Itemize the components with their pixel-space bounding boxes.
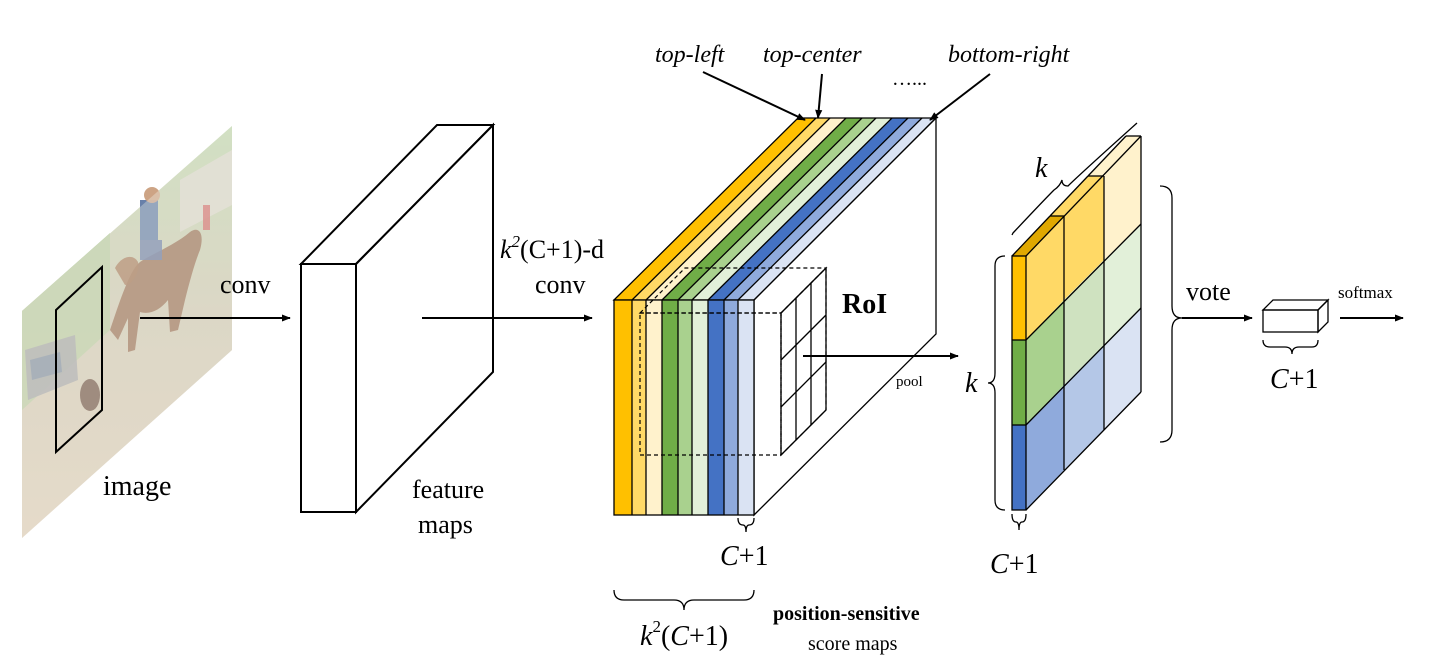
top-center-label: top-center [763, 42, 862, 68]
pool-label: pool [896, 374, 923, 390]
dots-label: …... [892, 68, 927, 90]
k-brace-top [1011, 122, 1138, 236]
feature-maps-block [298, 122, 496, 515]
roi-label: RoI [842, 289, 887, 320]
vote-label: vote [1186, 277, 1231, 306]
feature-maps-label-line1: feature [412, 475, 484, 504]
k2-c1-label: k2(C+1) [640, 617, 728, 652]
vote-cube [1261, 298, 1330, 334]
top-center-arrow [815, 73, 823, 119]
k2-conv-label: conv [535, 270, 586, 299]
roi-box [638, 266, 828, 457]
score-maps-label: score maps [808, 633, 898, 655]
image-label: image [103, 471, 171, 502]
bottom-right-arrow [929, 73, 991, 121]
k-brace-left [987, 255, 1006, 511]
c1-label-pooled: C+1 [990, 549, 1038, 580]
k2-c1-d-label: k2(C+1)-d [500, 232, 604, 264]
k-top-label: k [1035, 153, 1048, 184]
bottom-right-label: bottom-right [948, 42, 1071, 68]
softmax-label: softmax [1338, 283, 1393, 302]
c1-brace-vote [1262, 339, 1319, 355]
conv-label: conv [220, 270, 271, 299]
position-sensitive-label: position-sensitive [773, 603, 920, 625]
k-left-label: k [965, 368, 978, 399]
c1-brace-pooled [1011, 513, 1027, 531]
pooled-block [1011, 135, 1142, 511]
c1-brace-score [737, 517, 755, 533]
c1-label-vote: C+1 [1270, 364, 1318, 395]
feature-maps-label-line2: maps [418, 510, 473, 539]
top-left-label: top-left [655, 42, 726, 68]
c1-label-score: C+1 [720, 541, 768, 572]
k2-brace [613, 589, 755, 611]
score-maps-block [612, 116, 938, 517]
vote-bracket [1159, 185, 1183, 443]
top-left-arrow [702, 71, 806, 121]
input-image [22, 126, 232, 538]
